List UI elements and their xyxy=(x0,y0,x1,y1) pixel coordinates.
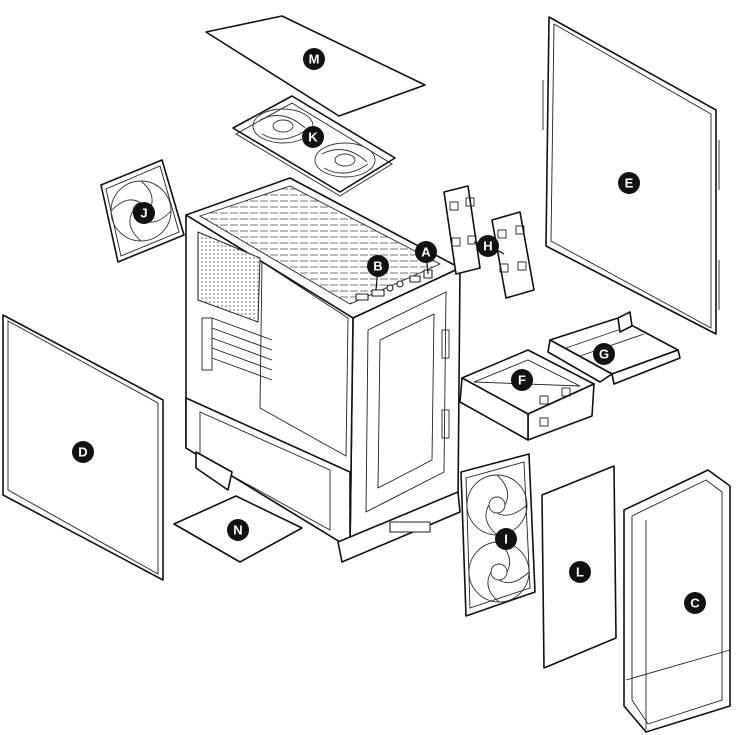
callout-d: D xyxy=(72,441,94,463)
callout-k: K xyxy=(302,126,324,148)
callout-label-f: F xyxy=(518,373,526,388)
callout-b: B xyxy=(367,255,389,277)
main-chassis xyxy=(185,177,461,563)
callout-label-j: J xyxy=(140,206,147,221)
callout-a: A xyxy=(415,241,437,263)
pcie-slots xyxy=(201,317,273,381)
callout-label-b: B xyxy=(373,259,382,274)
callout-m: M xyxy=(303,48,325,70)
callout-i: I xyxy=(495,528,517,550)
callout-label-c: C xyxy=(690,596,700,611)
callout-h: H xyxy=(477,235,499,257)
callout-label-i: I xyxy=(504,532,508,547)
callout-j: J xyxy=(133,202,155,224)
drive-brackets-h xyxy=(443,185,535,299)
callout-l: L xyxy=(569,561,591,583)
callout-label-l: L xyxy=(576,565,584,580)
callout-label-a: A xyxy=(421,245,431,260)
callout-e: E xyxy=(618,172,640,194)
callout-label-d: D xyxy=(78,445,87,460)
callout-label-k: K xyxy=(308,130,318,145)
callout-label-n: N xyxy=(233,523,242,538)
callout-n: N xyxy=(227,519,249,541)
callout-label-m: M xyxy=(309,52,320,67)
drive-cage-g xyxy=(547,311,681,385)
callout-label-g: G xyxy=(599,347,609,362)
callout-label-h: H xyxy=(483,239,492,254)
front-bezel-c xyxy=(623,469,731,733)
callout-g: G xyxy=(593,343,615,365)
callout-c: C xyxy=(684,592,706,614)
callout-label-e: E xyxy=(625,176,634,191)
callout-f: F xyxy=(511,369,533,391)
